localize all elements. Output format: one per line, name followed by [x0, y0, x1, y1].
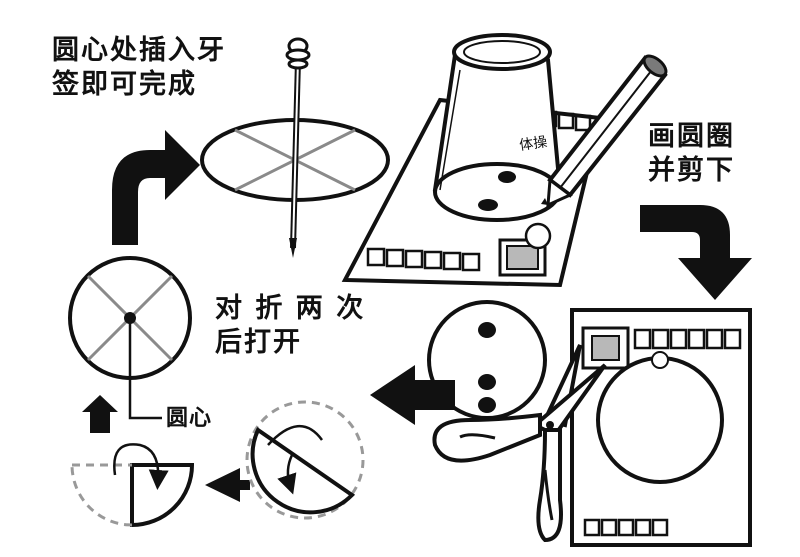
spinning-top	[200, 37, 390, 258]
insert-line-1: 圆心处插入牙	[52, 35, 226, 66]
insert-instruction: 圆心处插入牙 签即可完成	[52, 34, 226, 102]
folded-circle	[68, 256, 192, 420]
arrow-icon	[205, 468, 250, 502]
half-fold	[245, 400, 365, 520]
center-label: 圆心	[166, 406, 213, 431]
arrow-icon	[640, 205, 752, 300]
fold-line-1: 对 折 两 次	[215, 293, 366, 324]
draw-cut-instruction: 画圆圈 并剪下	[648, 120, 735, 188]
quarter-fold	[70, 443, 195, 528]
cup-bottom-text: 体操	[518, 134, 548, 154]
cut-paper-sheet	[570, 308, 752, 547]
fold-instruction: 对 折 两 次 后打开	[215, 292, 365, 360]
fold-line-2: 后打开	[215, 327, 302, 358]
arrow-icon	[370, 365, 455, 425]
insert-line-2: 签即可完成	[52, 69, 197, 100]
toothpick-icon	[285, 37, 311, 258]
cup-icon: 体操	[432, 33, 563, 222]
arrow-icon	[82, 395, 118, 433]
draw-cut-line-1: 画圆圈	[648, 121, 735, 152]
arrow-icon	[112, 130, 200, 245]
pencil-icon	[541, 54, 668, 208]
scissors-icon	[432, 344, 607, 543]
draw-cut-line-2: 并剪下	[648, 155, 735, 186]
